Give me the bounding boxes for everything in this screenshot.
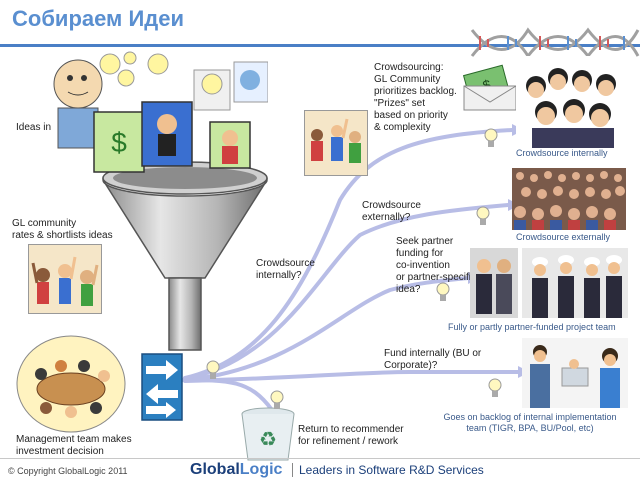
label-fund-internally: Fund internally (BU or Corporate)?: [384, 348, 482, 371]
tagline: Leaders in Software R&D Services: [292, 463, 484, 477]
crowdsource-internally-photo: [516, 56, 626, 148]
prize-envelope-icon: $: [462, 64, 517, 111]
recycle-bin-icon: ♻: [241, 407, 295, 461]
partner-team-photo: [522, 248, 628, 318]
crowdsource-externally-photo: [512, 168, 626, 230]
page-title: Собираем Идеи: [12, 6, 184, 31]
lightbulb-icon: [488, 378, 502, 397]
lightbulb-icon: [476, 206, 490, 225]
ideas-clipart: $: [53, 51, 268, 173]
copyright-text: © Copyright GlobalLogic 2011: [8, 466, 128, 476]
logo-part-logic: Logic: [239, 461, 283, 478]
caption-partner-funded: Fully or partly partner-funded project t…: [448, 322, 616, 332]
lightbulb-icon: [436, 282, 450, 301]
partner-handshake-photo: [470, 248, 518, 318]
svg-text:$: $: [481, 76, 493, 94]
label-management: Management team makes investment decisio…: [16, 434, 132, 457]
label-crowdsource-external-q: Crowdsource externally?: [362, 200, 421, 223]
svg-text:$: $: [111, 127, 127, 158]
label-return: Return to recommender for refinement / r…: [298, 424, 404, 447]
arrow-fund-internal: [183, 369, 520, 383]
footer-rule: [0, 458, 640, 459]
crowdsourcing-clipart: [304, 110, 368, 176]
label-gl-community: GL community rates & shortlists ideas: [12, 218, 113, 241]
lightbulb-icon: [206, 360, 220, 379]
header-rule: [0, 44, 640, 47]
community-voting-clipart: [28, 244, 102, 314]
lightbulb-icon: [484, 128, 498, 147]
caption-crowdsource-externally: Crowdsource externally: [516, 232, 611, 242]
filter-arrows-icon: [141, 353, 183, 421]
label-seek-partner: Seek partner funding for co-invention or…: [396, 236, 477, 295]
lightbulb-icon: [270, 390, 284, 409]
globallogic-logo: GlobalLogic: [190, 461, 282, 479]
arrow-crowdsource-external: [183, 203, 510, 381]
dna-helix-decoration: [470, 27, 640, 59]
internal-team-photo: [522, 338, 628, 408]
label-crowdsource-internal-q: Crowdsource internally?: [256, 258, 315, 281]
arrow-partner: [183, 276, 470, 382]
caption-backlog: Goes on backlog of internal implementati…: [443, 412, 617, 433]
caption-crowdsource-internally: Crowdsource internally: [516, 148, 608, 158]
svg-text:♻: ♻: [259, 429, 277, 451]
funnel-graphic: [102, 161, 268, 351]
logo-part-global: Global: [190, 461, 240, 478]
management-meeting-clipart: [16, 335, 126, 433]
label-ideas-in: Ideas in: [16, 122, 52, 133]
arrow-crowdsource-internal: [183, 128, 514, 380]
label-crowdsourcing: Crowdsourcing: GL Community prioritizes …: [374, 62, 457, 133]
